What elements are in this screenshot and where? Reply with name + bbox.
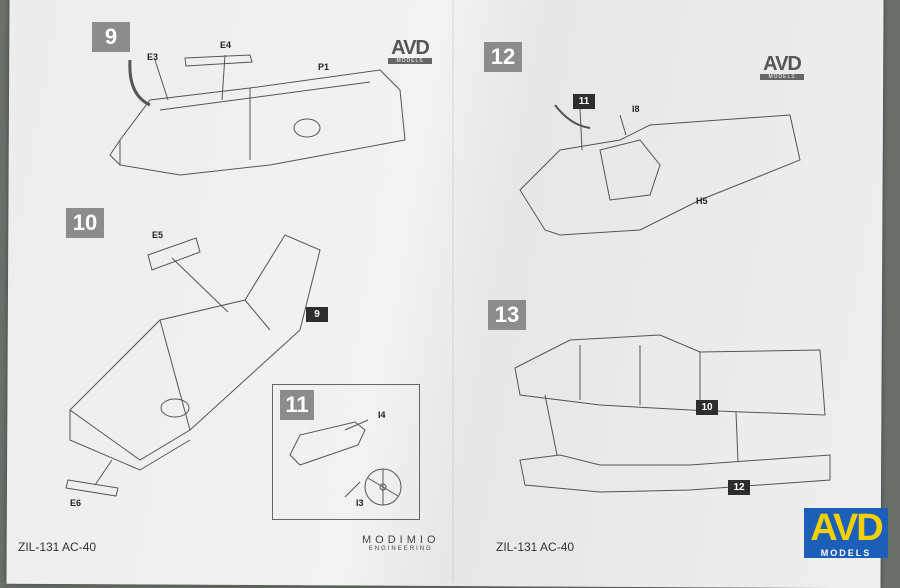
ref-tag-10: 10	[696, 400, 718, 415]
right-footer-model: ZIL-131 AC-40	[496, 540, 575, 554]
logo-text: AVD	[763, 53, 802, 75]
logo-sub: MODELS	[804, 548, 888, 558]
logo-sub: MODELS	[760, 74, 804, 80]
step13-upper-body	[514, 334, 826, 416]
part-p1: P1	[318, 62, 330, 72]
part-e3-shape	[128, 59, 151, 107]
step11-dashboard	[289, 421, 366, 466]
part-h5: H5	[696, 196, 708, 206]
avd-logo-large: AVD MODELS	[804, 508, 888, 558]
part-e6-shape	[65, 479, 119, 497]
step-13-badge: 13	[488, 300, 526, 330]
part-i3: I3	[356, 498, 364, 508]
step12-wheel-part	[554, 104, 591, 129]
step12-chassis-outline	[519, 114, 801, 236]
logo-text: AVD	[804, 508, 888, 548]
ref-tag-9: 9	[306, 307, 328, 322]
step10-body-outline	[69, 234, 321, 461]
step10-wheel-well	[160, 398, 190, 418]
left-footer-model: ZIL-131 AC-40	[18, 540, 97, 554]
avd-logo-small-right: AVD MODELS	[760, 54, 804, 80]
avd-logo-small-left: AVD MODELS	[388, 38, 432, 64]
center-fold	[452, 0, 454, 582]
step12-seat	[599, 139, 661, 201]
ref-tag-11: 11	[573, 94, 595, 109]
part-e3: E3	[147, 52, 159, 62]
step-11-badge: 11	[280, 390, 314, 420]
modimio-logo: MODIMIO ENGINEERING	[362, 534, 440, 552]
logo-sub: MODELS	[388, 58, 432, 64]
ref-tag-12: 12	[728, 480, 750, 495]
part-e5: E5	[152, 230, 164, 240]
part-i8: I8	[632, 104, 640, 114]
step-11-inset	[272, 384, 420, 520]
part-e4: E4	[220, 40, 232, 50]
step9-body-outline	[119, 69, 406, 176]
part-e6: E6	[70, 498, 82, 508]
step-9-badge: 9	[92, 22, 130, 52]
step13-chassis	[519, 454, 831, 493]
part-e4-shape	[184, 54, 253, 67]
step-12-badge: 12	[484, 42, 522, 72]
logo-text: AVD	[391, 37, 430, 59]
part-e5-shape	[147, 237, 201, 271]
step9-wheel-well	[293, 118, 321, 138]
maker-name: MODIMIO	[362, 534, 440, 546]
maker-sub: ENGINEERING	[368, 546, 433, 552]
part-i4: I4	[378, 410, 386, 420]
step-10-badge: 10	[66, 208, 104, 238]
